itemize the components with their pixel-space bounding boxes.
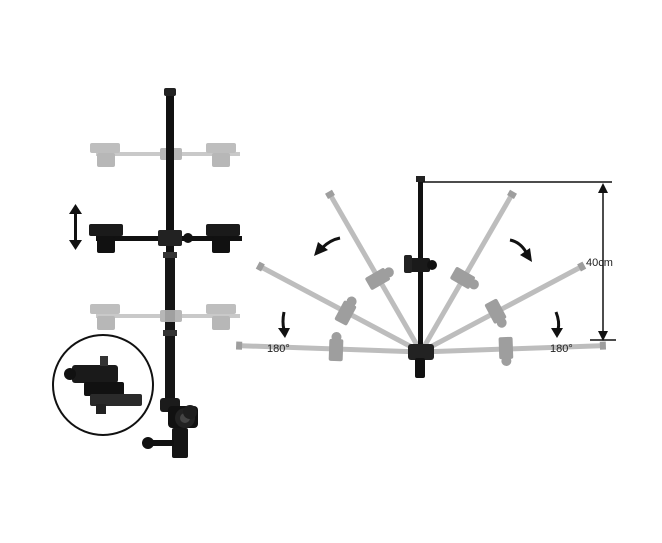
ghost-arm-fan: [235, 189, 607, 367]
arm-upright: [404, 176, 437, 350]
stand-pole-upper: [166, 95, 174, 255]
angle-label-right: 180°: [550, 343, 573, 355]
pivot-hub: [408, 344, 434, 378]
angle-label-left: 180°: [267, 343, 290, 355]
stand-pole-top-cap: [164, 88, 176, 96]
ghost-arm-3: [325, 189, 424, 354]
light-stand-vertical: [52, 88, 242, 458]
curved-arrow-icon: [551, 311, 563, 338]
curved-arrow-icon: [314, 236, 341, 256]
height-dimension: 40cm: [423, 181, 616, 341]
curved-arrow-icon: [509, 238, 532, 262]
double-arrow-vertical-icon: [69, 204, 82, 250]
ghost-arm-5: [419, 261, 587, 355]
height-label: 40cm: [586, 257, 613, 269]
ghost-arm-4: [418, 189, 517, 354]
ghost-crossbar-upper: [90, 143, 240, 167]
clamp-detail-inset: [52, 334, 154, 436]
curved-arrow-icon: [278, 311, 290, 338]
ghost-arm-2: [255, 261, 423, 355]
swivel-clamp: [142, 398, 198, 458]
ghost-crossbar-lower: [90, 304, 240, 330]
ghost-arm-6: [420, 336, 607, 367]
rotation-diagram: 40cm 180° 180°: [235, 176, 616, 378]
crossbar-active: [89, 224, 242, 253]
ghost-arm-1: [235, 332, 422, 362]
